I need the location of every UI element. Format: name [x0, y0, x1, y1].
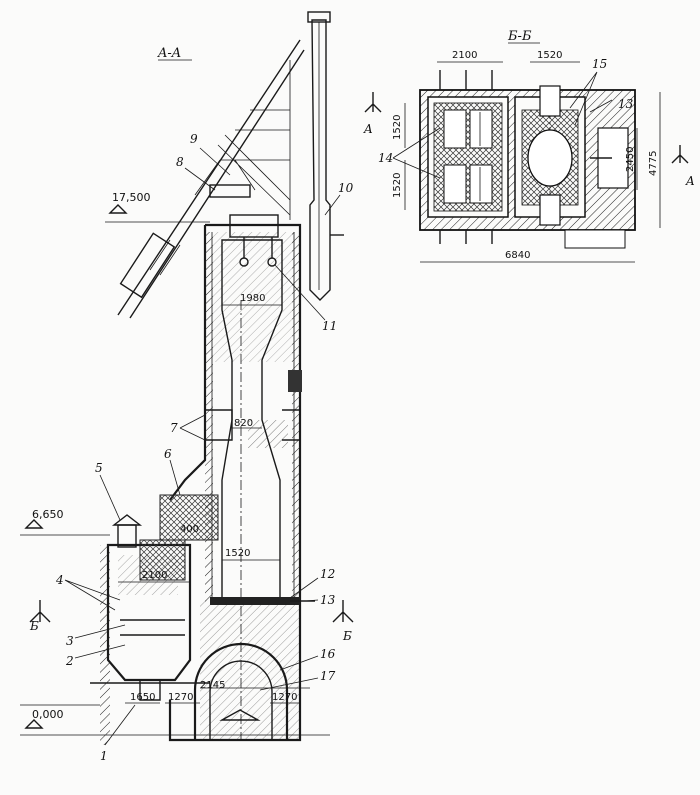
block-6 — [159, 494, 219, 541]
callout-6: 6 — [164, 447, 172, 461]
shaft-15 — [527, 129, 573, 187]
cut-a-left: A — [363, 122, 373, 136]
elevation-6650: 6,650 — [32, 508, 64, 521]
elevation-17500: 17,500 — [112, 191, 151, 204]
cut-b-left: Б — [29, 619, 39, 633]
callout-16: 16 — [320, 647, 336, 661]
feeder-11 — [229, 214, 279, 238]
callout-12: 12 — [320, 567, 335, 581]
section-aa-drawing — [20, 11, 354, 746]
callout-8: 8 — [176, 155, 184, 169]
callout-13: 13 — [320, 593, 336, 607]
exhaust-stack-10 — [309, 19, 331, 301]
dim-1270-right: 1270 — [272, 692, 297, 703]
callout-10: 10 — [338, 181, 354, 195]
dim-1270-left: 1270 — [168, 692, 193, 703]
callout-4: 4 — [55, 573, 64, 587]
callout-17: 17 — [320, 669, 336, 683]
plan-dim-2100: 2100 — [452, 50, 477, 61]
callout-1: 1 — [100, 749, 108, 763]
cut-a-right: A — [685, 174, 695, 188]
dim-820: 820 — [234, 418, 253, 429]
callout-11: 11 — [322, 319, 337, 333]
dim-2145: 2145 — [200, 680, 225, 691]
dim-1650: 1650 — [130, 692, 155, 703]
plan-dim-1520-top: 1520 — [537, 50, 562, 61]
callout-7: 7 — [170, 421, 178, 435]
plan-callout-14: 14 — [378, 151, 393, 165]
elevation-0000: 0,000 — [32, 708, 64, 721]
dim-1980: 1980 — [240, 293, 265, 304]
chamber-14b — [443, 164, 467, 204]
skip-hoist-rail — [117, 39, 301, 316]
callout-2: 2 — [65, 654, 74, 668]
section-bb-plan — [364, 61, 689, 263]
plan-dim-6840: 6840 — [505, 250, 530, 261]
cut-b-right: Б — [342, 629, 352, 643]
upper-lining — [212, 232, 294, 362]
chamber-14a — [443, 109, 467, 149]
dim-2100: 2100 — [142, 570, 167, 581]
callout-3: 3 — [66, 634, 74, 648]
plan-callout-13: 13 — [618, 97, 634, 111]
callout-5: 5 — [95, 461, 103, 475]
plan-dim-4775: 4775 — [648, 151, 659, 176]
grate-12 — [210, 597, 300, 605]
plan-dim-1520-a: 1520 — [392, 115, 403, 140]
callout-9: 9 — [190, 132, 198, 146]
dim-1520: 1520 — [225, 548, 250, 559]
furnace-base-masonry — [200, 600, 300, 740]
section-bb-title: Б-Б — [507, 29, 532, 44]
plan-callout-15: 15 — [592, 57, 607, 71]
arch-16 — [193, 642, 289, 740]
plan-dim-1520-b: 1520 — [392, 173, 403, 198]
vent-pipe-5 — [117, 524, 137, 548]
dim-400: 400 — [180, 524, 199, 535]
section-aa-title: A-A — [157, 46, 181, 61]
plan-dim-2450: 2450 — [625, 147, 636, 172]
